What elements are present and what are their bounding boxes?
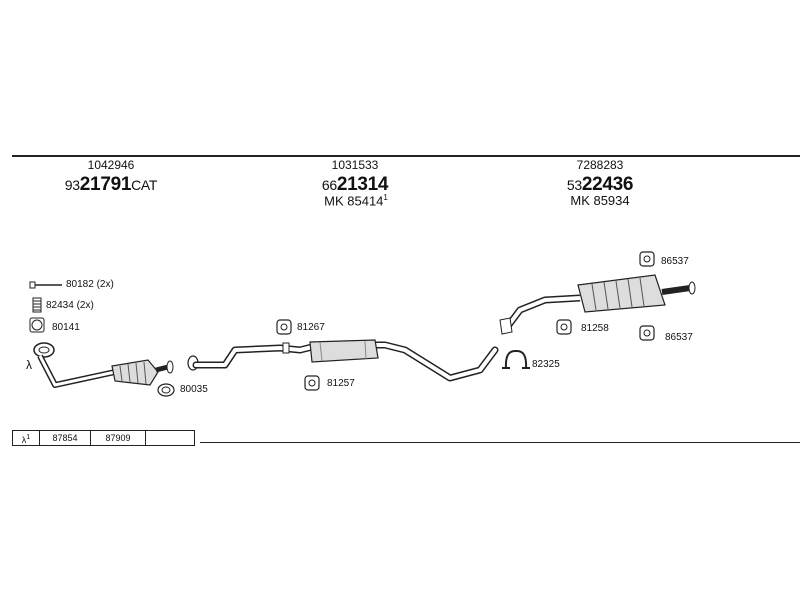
lambda-sensor-label: λ — [26, 358, 32, 372]
rubber-mount-icon — [304, 375, 320, 391]
section-3-ref: 7288283 — [576, 158, 624, 172]
part-label-81267: 81267 — [297, 322, 325, 333]
section-3-code: 5322436 — [500, 174, 700, 196]
section-1-code-main: 21791 — [79, 174, 132, 195]
bottom-divider — [200, 442, 800, 443]
table-lambda-text: λ — [21, 435, 27, 445]
section-1-code-suffix: CAT — [131, 177, 158, 193]
section-2-code: 6621314 — [255, 174, 455, 196]
part-label-86537-top: 86537 — [661, 256, 689, 267]
front-pipe-catalyst — [33, 342, 174, 388]
part-label-80035: 80035 — [180, 384, 208, 395]
part-label-80141: 80141 — [52, 322, 80, 333]
part-label-82434: 82434 (2x) — [46, 300, 94, 311]
gasket-icon — [157, 383, 175, 397]
bolt-icon — [29, 281, 62, 289]
section-3-code-main: 22436 — [581, 174, 634, 195]
table-lambda-sup: 1 — [26, 434, 31, 441]
part-label-86537-bottom: 86537 — [665, 332, 693, 343]
rubber-mount-icon — [276, 319, 292, 335]
section-2-ref: 1031533 — [331, 158, 379, 172]
rubber-mount-icon — [639, 325, 655, 341]
section-1-code: 9321791CAT — [11, 174, 211, 196]
table-cell-lambda: λ1 — [13, 431, 40, 445]
middle-pipe-resonator — [187, 339, 499, 382]
section-2-mk-sup: 1 — [383, 193, 388, 202]
section-3-mk: MK 85934 — [570, 193, 630, 208]
part-label-81258: 81258 — [581, 323, 609, 334]
section-2-code-main: 21314 — [336, 174, 389, 195]
rubber-mount-icon — [556, 319, 572, 335]
table-cell: 87854 — [40, 431, 91, 445]
clamp-icon — [502, 349, 530, 369]
part-label-82325: 82325 — [532, 359, 560, 370]
section-3-code-prefix: 53 — [566, 177, 582, 193]
top-divider — [12, 155, 800, 157]
section-2-mk: MK 854141 — [276, 193, 436, 208]
section-2-mk-text: MK 85414 — [324, 193, 384, 209]
table-cell: 87909 — [91, 431, 146, 445]
rear-muffler — [499, 274, 696, 335]
part-label-81257: 81257 — [327, 378, 355, 389]
part-label-80182: 80182 (2x) — [66, 279, 114, 290]
section-1-ref: 1042946 — [87, 158, 135, 172]
rubber-mount-icon — [639, 251, 655, 267]
sealing-ring-icon — [29, 317, 45, 333]
section-2-code-prefix: 66 — [321, 177, 337, 193]
spring-icon — [32, 297, 42, 313]
table-cell — [146, 431, 194, 445]
section-1-code-prefix: 93 — [64, 177, 80, 193]
parts-table: λ1 87854 87909 — [12, 430, 195, 446]
